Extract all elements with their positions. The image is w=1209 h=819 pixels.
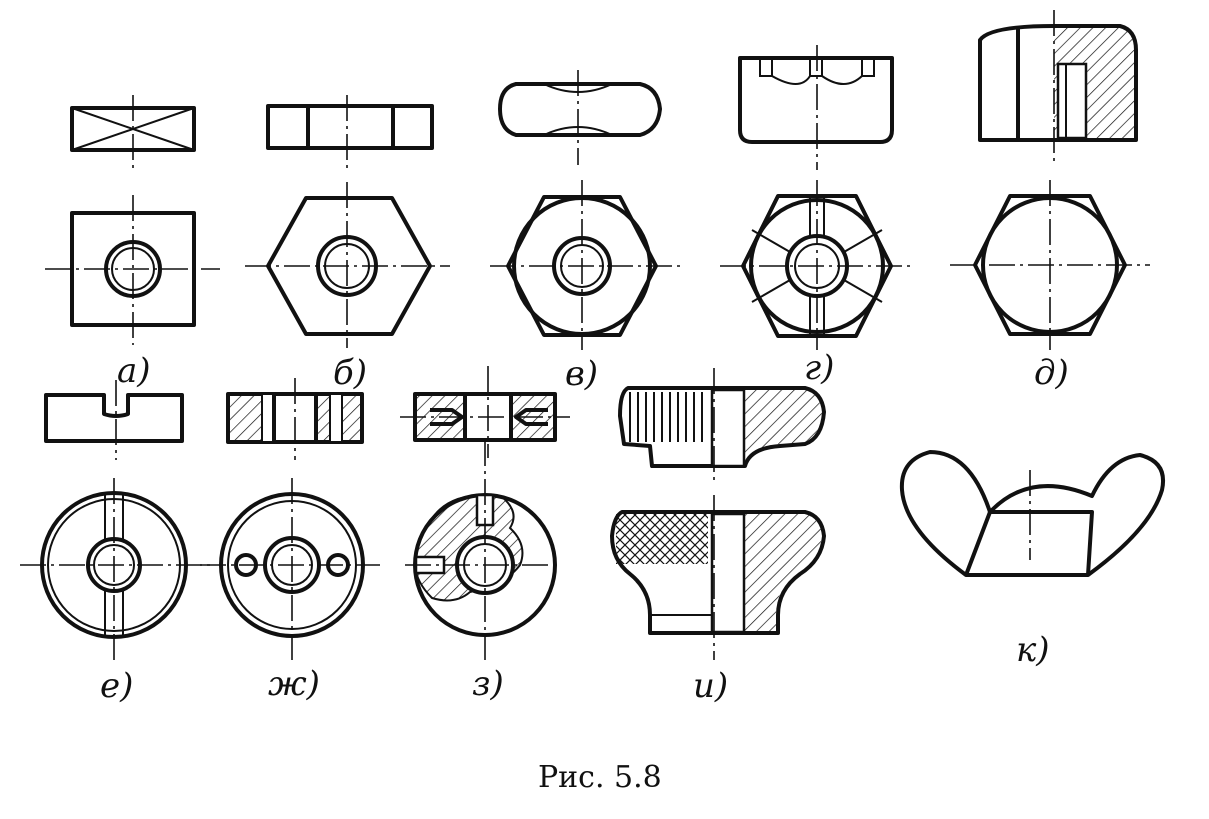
chamfered-hex-nut-drawing — [490, 70, 680, 350]
slotted-round-nut-drawing — [20, 380, 210, 660]
square-nut-drawing — [45, 95, 220, 345]
label-v: в) — [565, 354, 598, 394]
cap-nut-drawing — [950, 10, 1150, 350]
figure-caption: Рис. 5.8 — [538, 760, 662, 795]
label-i: и) — [693, 666, 728, 706]
wing-nut-drawing — [899, 450, 1165, 577]
hex-nut-drawing — [245, 95, 450, 348]
label-d: д) — [1034, 353, 1069, 393]
knurl-lines — [629, 392, 703, 442]
knurled-thumb-nut-drawing — [610, 368, 826, 660]
radial-hole-round-nut-drawing — [400, 366, 570, 660]
label-a: а) — [117, 351, 151, 391]
label-e: е) — [100, 666, 133, 706]
label-k: к) — [1016, 630, 1050, 670]
castle-nut-drawing — [720, 45, 915, 350]
label-z: з) — [472, 664, 504, 704]
label-zh: ж) — [268, 664, 320, 704]
label-g: г) — [804, 348, 834, 388]
two-hole-round-nut-drawing — [200, 378, 380, 662]
label-b: б) — [333, 353, 367, 393]
